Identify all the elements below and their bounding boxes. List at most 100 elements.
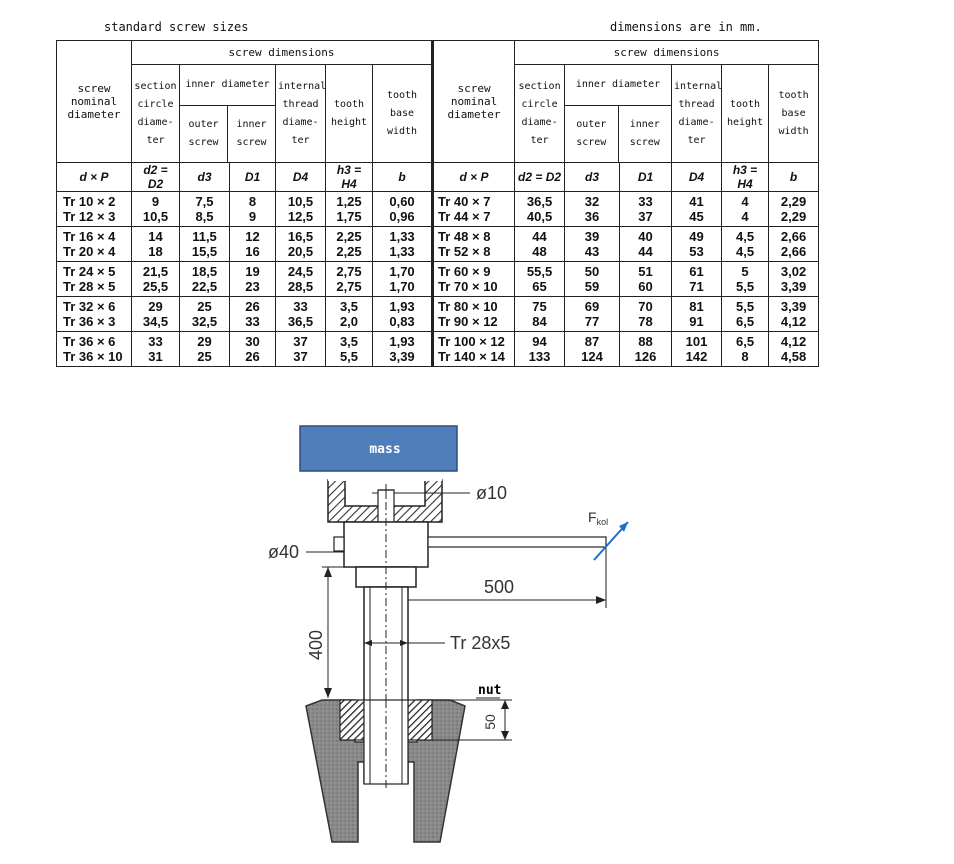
group-header-right: screw dimensions: [514, 40, 820, 65]
len400-label: 400: [306, 630, 326, 660]
symbol-cell: d2 = D2: [131, 162, 180, 192]
len500-label: 500: [484, 577, 514, 597]
symbol-cell: d × P: [432, 162, 516, 192]
symbol-cell: d × P: [56, 162, 132, 192]
screw-head: [343, 521, 429, 568]
thread-label: Tr 28x5: [450, 633, 510, 653]
symbol-cell: d3: [564, 162, 621, 192]
symbol-cell: d2 = D2: [514, 162, 566, 192]
dia40-label: ø40: [268, 542, 299, 562]
symbol-cell: D1: [229, 162, 276, 192]
symbol-cell: D4: [671, 162, 723, 192]
group-header-left: screw dimensions: [130, 40, 435, 65]
nut-left: [339, 699, 365, 741]
mass-block: [299, 425, 458, 472]
nut-label: nut: [478, 683, 501, 698]
symbol-cell: h3 = H4: [721, 162, 770, 192]
units-note: dimensions are in mm.: [610, 20, 762, 34]
table-caption: standard screw sizes: [104, 20, 249, 34]
symbol-cell: d3: [179, 162, 230, 192]
symbol-cell: D1: [619, 162, 673, 192]
handle: [427, 536, 607, 548]
len50-label: 50: [482, 714, 498, 730]
mass-label: mass: [369, 442, 400, 457]
